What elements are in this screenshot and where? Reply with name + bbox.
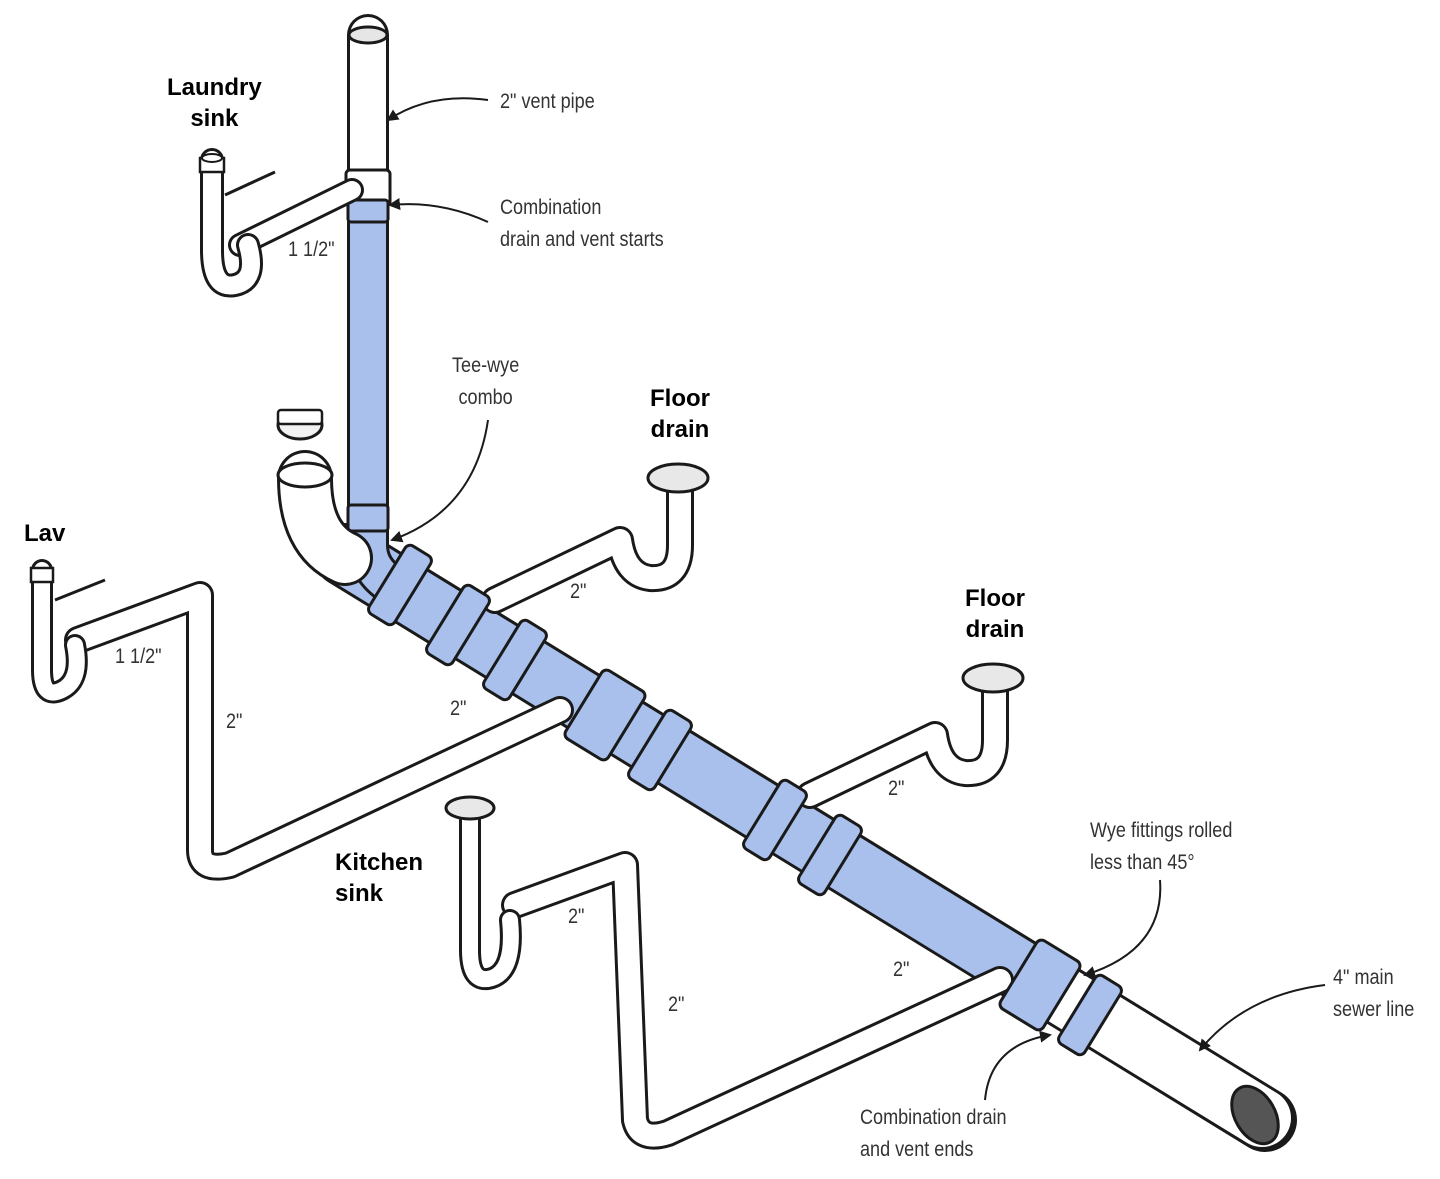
wye-fitting [563, 668, 647, 762]
tee-wye-callout: Tee-wye combo [452, 354, 520, 409]
lav-label: Lav [24, 520, 66, 547]
size-lav-arm: 1 1/2" [115, 645, 162, 668]
coupling [425, 583, 491, 667]
floor-drain-2-trap [796, 662, 1025, 809]
laundry-sink-label: Laundry sink [167, 72, 262, 134]
callout-arrows [386, 97, 1326, 1101]
vent-pipe-callout: 2" vent pipe [500, 90, 595, 113]
size-lav-horizontal: 2" [450, 697, 467, 720]
floor-drain-1-grate [646, 462, 710, 494]
floor-drain-2-grate [961, 662, 1025, 694]
coupling [797, 813, 863, 897]
wye-fittings-callout: Wye fittings rolled less than 45° [1090, 819, 1233, 874]
floor-drain-2-label: Floor drain [965, 585, 1025, 643]
coupling [482, 618, 548, 702]
wye-fitting [998, 938, 1082, 1032]
size-floor-drain-1-arm: 2" [570, 580, 587, 603]
lav-trap [29, 559, 574, 881]
size-kitchen-horizontal: 2" [893, 958, 910, 981]
laundry-sink-label-text: Laundry sink [167, 74, 262, 132]
main-couplings [367, 543, 1123, 1057]
size-lav-vertical: 2" [226, 710, 243, 733]
vent-stack [344, 14, 413, 606]
coupling [627, 708, 693, 792]
sewer-outlet-opening [1230, 1084, 1280, 1146]
main-sewer-callout: 4" main sewer line [1333, 966, 1415, 1021]
size-laundry-arm: 1 1/2" [288, 238, 335, 261]
size-kitchen-vertical: 2" [668, 993, 685, 1016]
floor-drain-1-label: Floor drain [650, 385, 710, 443]
size-kitchen-arm: 2" [568, 905, 585, 928]
kitchen-sink-label: Kitchen sink [335, 849, 424, 907]
laundry-sink-trap [198, 148, 364, 298]
cleanout-elbow [276, 408, 373, 586]
coupling [742, 778, 808, 862]
combo-starts-callout: Combination drain and vent starts [500, 196, 664, 251]
floor-drain-1-trap [481, 462, 710, 614]
coupling [1057, 973, 1123, 1057]
kitchen-strainer [444, 795, 496, 821]
size-floor-drain-2-arm: 2" [888, 777, 905, 800]
vent-top-opening [347, 25, 389, 45]
coupling [367, 543, 433, 627]
kitchen-sink-trap [444, 795, 1014, 1150]
combo-ends-callout: Combination drain and vent ends [860, 1106, 1007, 1161]
